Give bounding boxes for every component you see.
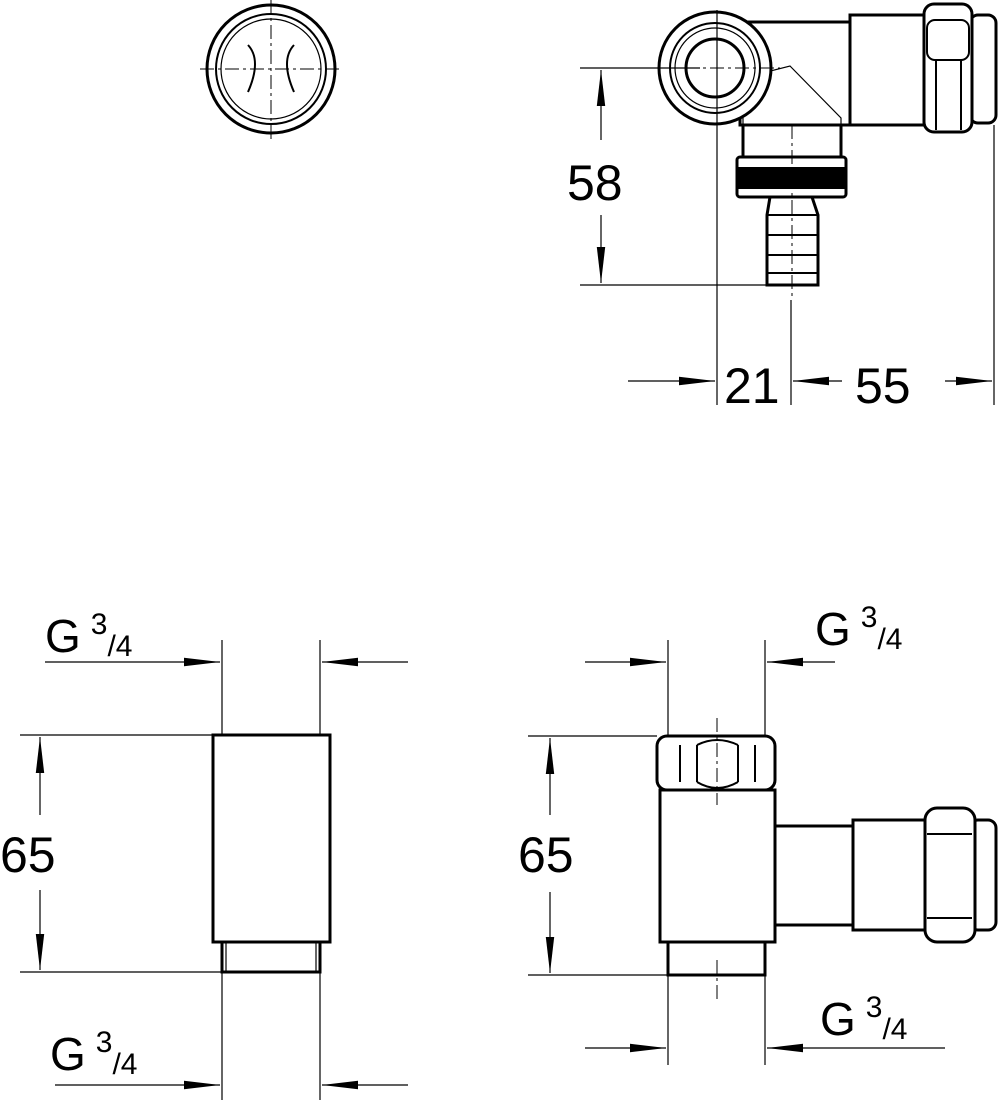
dimension-65: 65	[0, 827, 56, 883]
end-cap	[968, 13, 998, 125]
union-nut	[922, 2, 974, 134]
nut-flat	[926, 19, 970, 61]
hex-nut	[655, 734, 777, 792]
dimension-58: 58	[567, 155, 623, 211]
dimension-65: 65	[518, 827, 574, 883]
thread-section	[220, 940, 322, 974]
dimension-21: 21	[724, 358, 780, 414]
side-pipe	[770, 824, 855, 927]
dimension-55: 55	[855, 358, 911, 414]
bore-slots	[247, 44, 295, 93]
plan-view: 58 21 55	[567, 2, 998, 414]
fitting-body	[211, 733, 332, 944]
connector-sleeve	[848, 13, 930, 127]
end-view	[200, 0, 342, 140]
connector-sleeve	[851, 818, 930, 932]
valve-body	[658, 788, 777, 944]
union-nut	[923, 806, 977, 944]
